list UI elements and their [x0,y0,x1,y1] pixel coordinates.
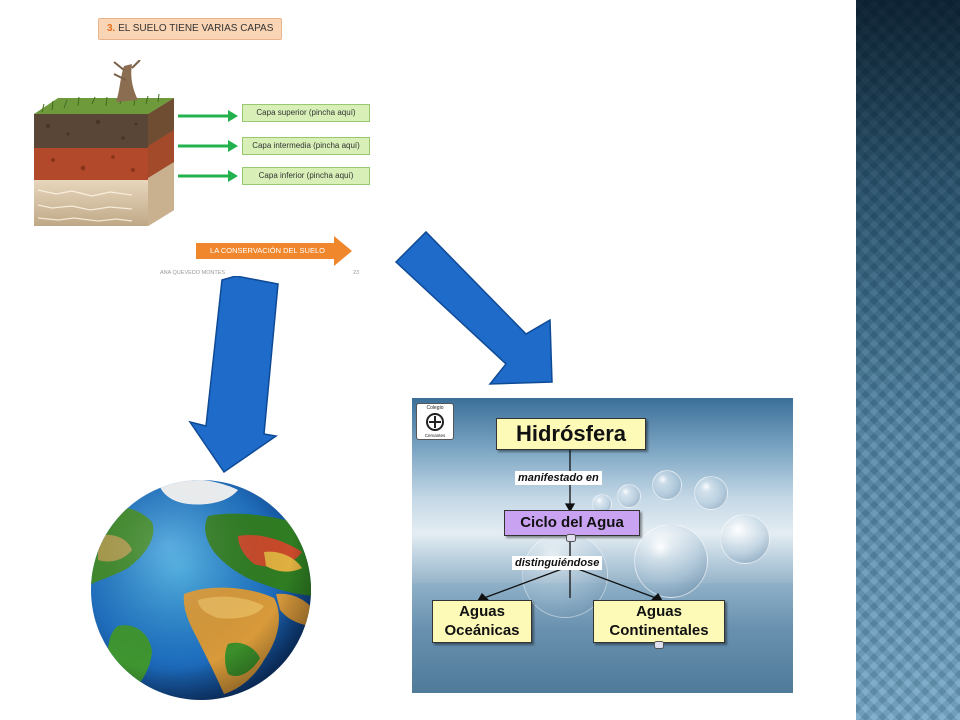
logo-subtitle: Cervantes [424,433,446,438]
blue-arrow-down-left [188,276,279,474]
node-hidrosfera[interactable]: Hidrósfera [496,418,646,450]
layer-button-bottom[interactable]: Capa inferior (pincha aquí) [242,167,370,185]
blue-arrow-down-right [394,230,553,385]
node-aguas-continentales[interactable]: Aguas Continentales [593,600,725,643]
logo-title: Colegio [426,405,444,411]
expand-icon[interactable] [654,641,664,649]
decorative-side-pane [856,0,960,720]
water-bubble [694,476,728,510]
water-bubble [634,524,708,598]
soil-slide-title: 3. EL SUELO TIENE VARIAS CAPAS [98,18,283,40]
green-arrows [178,110,238,182]
title-number: 3. [107,23,116,34]
conservation-arrow-shape [196,236,352,266]
water-bubble [617,484,641,508]
soil-block-illustration [34,60,174,226]
logo-emblem-icon [426,413,444,431]
conservation-button[interactable]: LA CONSERVACIÓN DEL SUELO [210,246,325,255]
water-bubble [720,514,770,564]
page-number: 23 [353,270,360,276]
link-label-distinguiendose: distinguiéndose [512,556,603,570]
expand-icon[interactable] [566,534,576,542]
author-text: ANA QUEVEDO MONTES [160,270,226,276]
earth-globe-image [91,480,311,700]
node-ciclo-del-agua[interactable]: Ciclo del Agua [504,510,640,536]
layer-button-middle[interactable]: Capa intermedia (pincha aquí) [242,137,370,155]
title-text: EL SUELO TIENE VARIAS CAPAS [118,23,274,34]
water-bubble [652,470,682,500]
hydrosphere-concept-map: Colegio Cervantes Hidrósfera manifestado… [412,398,793,693]
link-label-manifestado: manifestado en [515,471,602,485]
node-aguas-oceanicas[interactable]: Aguas Oceánicas [432,600,532,643]
school-logo: Colegio Cervantes [416,403,454,440]
layer-button-top[interactable]: Capa superior (pincha aquí) [242,104,370,122]
